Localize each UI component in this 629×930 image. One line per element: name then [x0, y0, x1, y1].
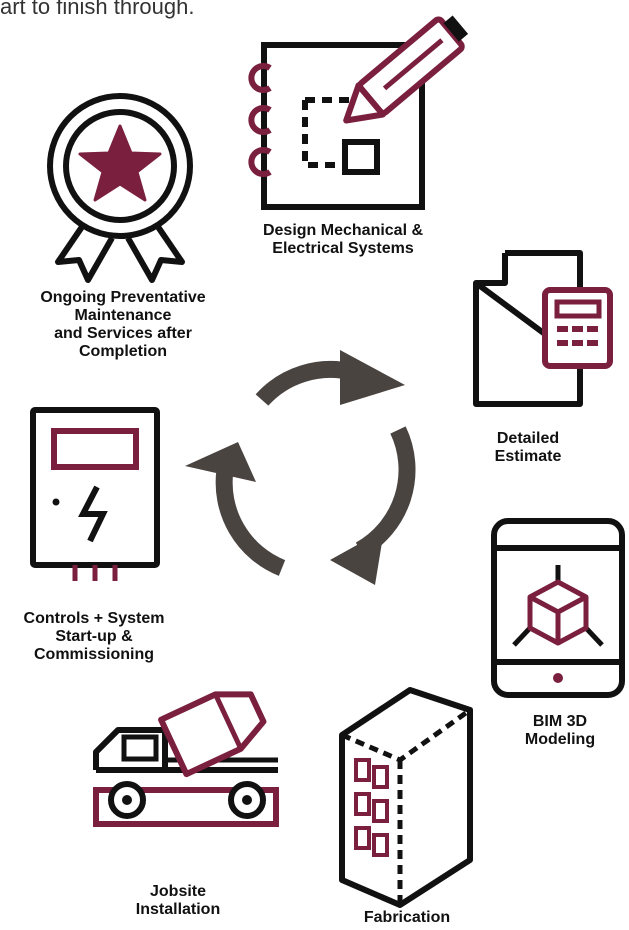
- building-icon: [339, 687, 473, 908]
- step-label-fabrication: Fabrication: [363, 909, 451, 926]
- electrical-panel-icon: [30, 407, 160, 581]
- document-calculator-icon: [473, 250, 613, 407]
- intro-text: art to finish through.: [0, 0, 195, 19]
- cement-truck-icon: [93, 691, 279, 827]
- notebook-pencil-icon: [248, 15, 469, 210]
- award-ribbon-star-icon: [47, 93, 193, 283]
- tablet-3d-cube-icon: [491, 518, 625, 698]
- step-label-design: Design Mechanical &Electrical Systems: [262, 222, 424, 257]
